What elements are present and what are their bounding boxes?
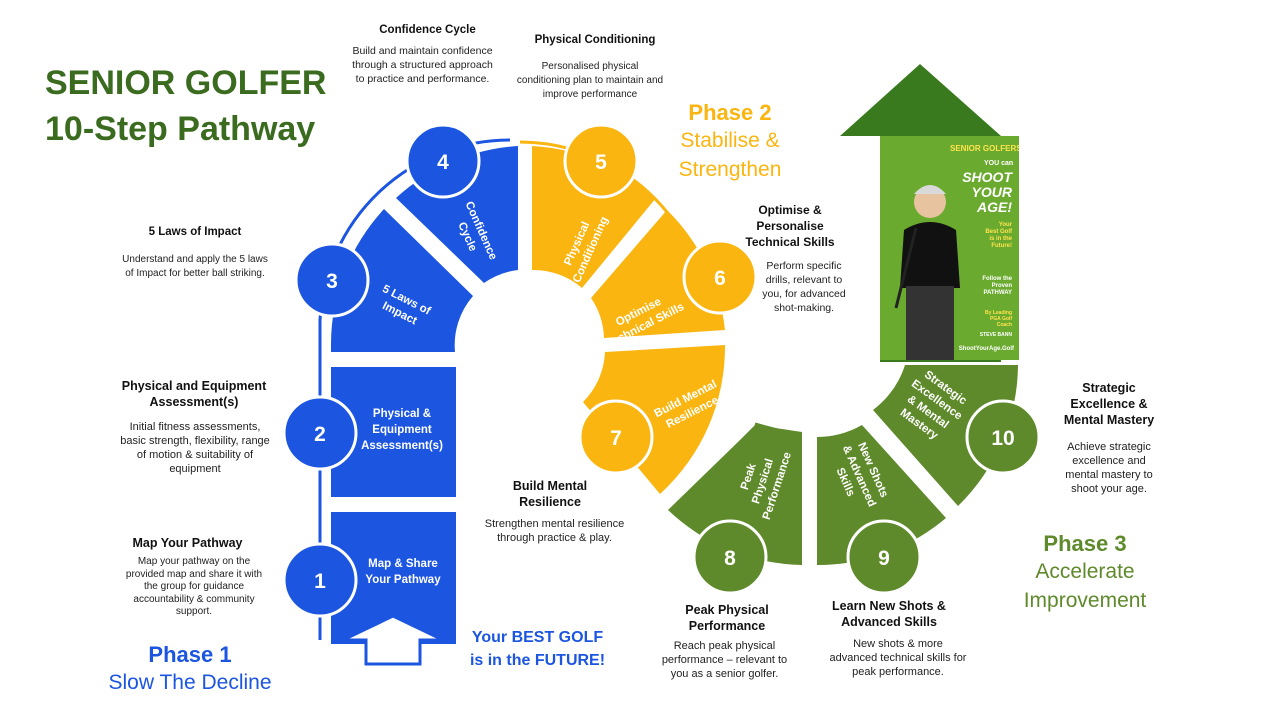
step-number-10: 10 xyxy=(991,427,1014,450)
book-badge: SENIOR GOLFERS! xyxy=(950,144,1019,153)
step-number-3: 3 xyxy=(326,270,338,293)
step-desc-6: Perform specific drills, relevant to you… xyxy=(762,260,846,314)
step-desc-3: Understand and apply the 5 laws of Impac… xyxy=(122,254,268,279)
step-number-1: 1 xyxy=(314,570,326,593)
phase3-subtitle-1: Accelerate xyxy=(1035,560,1135,583)
book-by-3: Coach xyxy=(996,322,1012,328)
step-number-7: 7 xyxy=(610,427,622,450)
step-desc-2: Initial fitness assessments, basic stren… xyxy=(120,421,270,475)
book-you-can: YOU can xyxy=(984,160,1014,167)
step-circle-9 xyxy=(846,519,922,595)
step-desc-8: Reach peak physical performance – releva… xyxy=(661,640,788,680)
step-circle-6 xyxy=(682,239,758,315)
book-sub: Your Best Golf is in the Future! xyxy=(964,222,1012,250)
book-sub-2: Best Golf xyxy=(985,229,1012,235)
book-author: STEVE BANN xyxy=(979,332,1012,338)
step-heading-1: Map Your Pathway xyxy=(132,536,243,550)
segment-10 xyxy=(873,365,1018,506)
start-arrow xyxy=(342,614,444,666)
step-number-2: 2 xyxy=(314,423,326,446)
book-follow-1: Follow the xyxy=(982,276,1012,282)
page-title-line1: SENIOR GOLFER xyxy=(45,64,327,102)
step-desc-10: Achieve strategic excellence and mental … xyxy=(1065,441,1153,495)
tagline-line1: Your BEST GOLF xyxy=(471,629,604,646)
book-follow-3: PATHWAY xyxy=(983,290,1012,296)
book-by-1: By Leading xyxy=(985,310,1012,316)
segment-6 xyxy=(591,210,725,338)
book-cover: SENIOR GOLFERS! YOU can SHOOT YOUR AGE! … xyxy=(880,136,1019,360)
segment-label-1b: Your Pathway xyxy=(365,574,441,586)
segment-3 xyxy=(330,209,473,352)
book-by-2: PGA Golf xyxy=(989,316,1012,322)
step-circle-3 xyxy=(294,242,370,318)
step-number-8: 8 xyxy=(724,547,736,570)
step-number-4: 4 xyxy=(437,151,449,174)
step-desc-4: Build and maintain confidence through a … xyxy=(352,45,493,85)
step-number-9: 9 xyxy=(878,547,890,570)
book-headline-3: AGE! xyxy=(977,199,1012,215)
segment-label-2a: Physical & xyxy=(373,408,431,420)
step-desc-1: Map your pathway on the provided map and… xyxy=(125,556,263,617)
book-headline: SHOOT YOUR AGE! xyxy=(950,170,1012,215)
golfer-photo xyxy=(886,158,974,360)
segment-9 xyxy=(817,425,946,566)
phase2-subtitle-2: Strengthen xyxy=(678,158,782,181)
phase2-subtitle-1: Stabilise & xyxy=(680,129,780,152)
step-heading-6: Optimise & Personalise Technical Skills xyxy=(745,203,835,249)
step-heading-4: Confidence Cycle xyxy=(379,24,476,36)
step-heading-10: Strategic Excellence & Mental Mastery xyxy=(1063,381,1155,427)
book-follow: Follow the Proven PATHWAY xyxy=(968,276,1012,297)
segment-8 xyxy=(668,425,802,565)
step-desc-5: Personalised physical conditioning plan … xyxy=(516,61,664,100)
step-circle-1 xyxy=(282,542,358,618)
step-circle-4 xyxy=(405,123,481,199)
step-circle-5 xyxy=(563,123,639,199)
phase3-title: Phase 3 xyxy=(1043,531,1127,556)
step-heading-7: Build Mental Resilience xyxy=(512,479,588,509)
step-circle-2 xyxy=(282,395,358,471)
step-heading-9: Learn New Shots & Advanced Skills xyxy=(832,599,946,629)
step-circle-8 xyxy=(692,519,768,595)
segment-label-2c: Assessment(s) xyxy=(361,440,443,452)
book-headline-1: SHOOT xyxy=(962,169,1012,185)
step-heading-3: 5 Laws of Impact xyxy=(148,226,242,238)
step-heading-5: Physical Conditioning xyxy=(534,34,656,46)
book-sub-3: is in the xyxy=(989,236,1012,242)
tagline: Your BEST GOLF is in the FUTURE! xyxy=(455,626,620,672)
step-desc-7: Strengthen mental resilience through pra… xyxy=(484,518,625,544)
book-headline-2: YOUR xyxy=(971,184,1012,200)
segment-label-2b: Equipment xyxy=(372,424,432,436)
tagline-line2: is in the FUTURE! xyxy=(469,652,606,669)
book-url: ShootYourAge.Golf xyxy=(958,346,1014,352)
step-desc-9: New shots & more advanced technical skil… xyxy=(829,638,967,678)
phase3-subtitle-2: Improvement xyxy=(1023,589,1147,612)
phase2-title: Phase 2 xyxy=(688,100,772,125)
segment-7 xyxy=(583,345,726,494)
step-number-6: 6 xyxy=(714,267,726,290)
book-follow-2: Proven xyxy=(991,283,1012,289)
book-sub-1: Your xyxy=(998,222,1012,228)
step-heading-8: Peak Physical Performance xyxy=(685,603,769,633)
step-heading-2: Physical and Equipment Assessment(s) xyxy=(121,379,267,409)
step-number-5: 5 xyxy=(595,151,607,174)
book-sub-4: Future! xyxy=(991,243,1012,249)
segment-label-1a: Map & Share xyxy=(368,558,438,570)
step-circle-7 xyxy=(578,399,654,475)
phase1-subtitle: Slow The Decline xyxy=(108,671,272,694)
step-circle-10 xyxy=(965,399,1041,475)
page-title-line2: 10-Step Pathway xyxy=(45,110,316,148)
phase1-title: Phase 1 xyxy=(148,642,232,667)
book-by: By Leading PGA Golf Coach xyxy=(968,310,1012,328)
